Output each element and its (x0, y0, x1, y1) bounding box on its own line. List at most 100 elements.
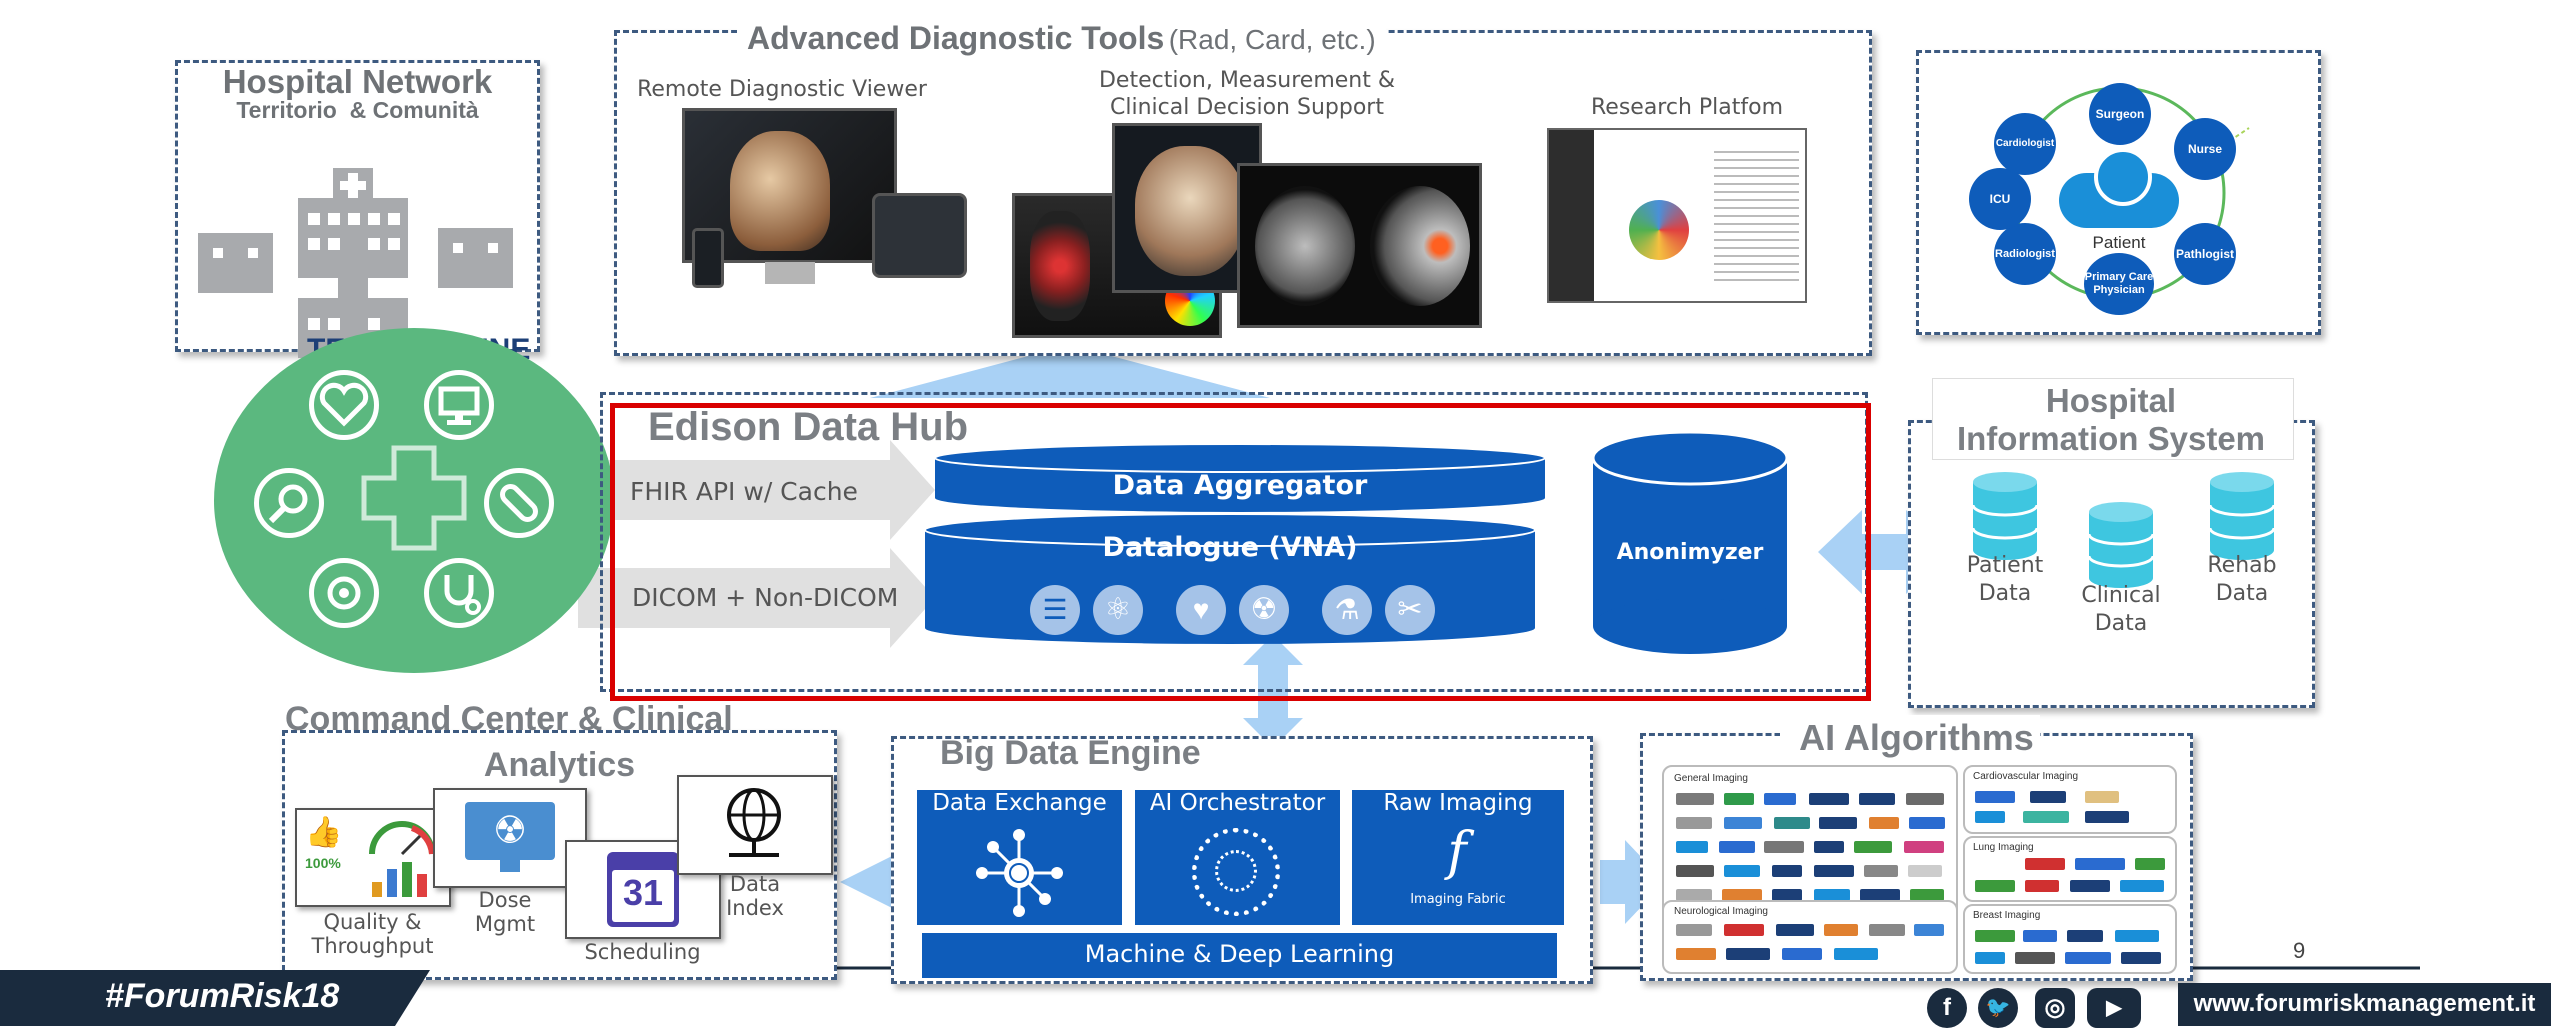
ai-orchestrator-tile: AI Orchestrator (1135, 790, 1340, 925)
vendor-logo (2115, 930, 2159, 942)
datalogue-cylinder-top (924, 513, 1536, 547)
datalogue-label: Datalogue (VNA) (1102, 532, 1358, 563)
anonymizer-cylinder (1591, 430, 1789, 654)
facebook-icon[interactable]: f (1927, 988, 1967, 1028)
detection-label-line2: Clinical Decision Support (1110, 95, 1384, 120)
instagram-icon[interactable]: ◎ (2035, 988, 2075, 1028)
detection-label-line1: Detection, Measurement & (1098, 68, 1396, 93)
heartbeat-icon: ♥ (1176, 585, 1226, 635)
rehab-db-icon (2208, 472, 2276, 560)
vendor-logo (2070, 880, 2110, 892)
vendor-logo (1824, 924, 1858, 936)
skull-render-image (730, 131, 830, 251)
research-chart-image (1629, 200, 1689, 260)
heart-icon (309, 370, 379, 440)
hashtag-banner (0, 970, 430, 1026)
dose-monitor-stand (500, 860, 520, 872)
aggregator-label: Data Aggregator (1112, 470, 1368, 501)
twitter-icon[interactable]: 🐦 (1978, 988, 2018, 1028)
vendor-logo (1908, 865, 1942, 877)
diagnostic-tools-title: Advanced Diagnostic Tools (747, 20, 1165, 56)
hospital-network-subtitle: Territorio & Comunità (236, 97, 479, 123)
bandage-icon (484, 468, 554, 538)
vendor-logo (1676, 841, 1708, 853)
vendor-logo (1722, 889, 1762, 901)
vendor-logo (1774, 817, 1810, 829)
xray-icon: ☰ (1030, 585, 1080, 635)
monitor-stand (765, 262, 815, 284)
vendor-logo (1776, 924, 1814, 936)
vendor-logo (1914, 924, 1944, 936)
radiation-icon: ☢ (1239, 585, 1289, 635)
vendor-logo (2067, 930, 2103, 942)
viewer-phone-image (692, 228, 724, 288)
imaging-fabric-label: Imaging Fabric (1410, 892, 1506, 907)
vendor-logo (1676, 793, 1714, 805)
vendor-logo (1860, 889, 1900, 901)
vendor-logo (1869, 924, 1905, 936)
big-data-title: Big Data Engine (940, 734, 1201, 772)
lung-imaging-card: Lung Imaging (1963, 836, 2177, 902)
medical-cross-icon (361, 445, 467, 551)
vendor-logo (2085, 791, 2119, 803)
breast-imaging-card: Breast Imaging (1963, 904, 2177, 974)
vendor-logo (1904, 841, 1944, 853)
vendor-logo (1975, 811, 2005, 823)
vendor-logo (2023, 930, 2057, 942)
skull-vessel-render-image (1135, 146, 1245, 276)
data-exchange-label: Data Exchange (932, 790, 1107, 816)
vendor-logo (2025, 880, 2059, 892)
gauge-bar-chart-icon (369, 821, 435, 897)
vendor-logo (1782, 948, 1822, 960)
ai-title: AI Algorithms (1799, 717, 2034, 758)
data-index-label-1: Data (729, 872, 781, 896)
research-text-lines (1714, 145, 1799, 285)
patient-data-label-1: Patient (1966, 553, 2044, 578)
vendor-logo (1764, 841, 1804, 853)
globe-network-icon (727, 788, 781, 857)
node-cardiologist: Cardiologist (1994, 113, 2056, 175)
hospital-buildings-icon (198, 168, 513, 358)
arrow-bigdata-to-ai (1600, 840, 1665, 924)
brain-inner-icon (1215, 850, 1257, 892)
hashtag: #ForumRisk18 (105, 977, 340, 1015)
vendor-logo (2120, 880, 2164, 892)
research-label: Research Platfom (1590, 95, 1784, 120)
vendor-logo (1975, 791, 2015, 803)
target-icon (309, 558, 379, 628)
command-center-title-line1: Command Center & Clinical (285, 700, 733, 738)
node-radiologist: Radiologist (1994, 223, 2056, 285)
ml-label: Machine & Deep Learning (1084, 940, 1395, 968)
vendor-logo (1809, 793, 1849, 805)
vendor-logo (1724, 793, 1754, 805)
node-nurse: Nurse (2174, 118, 2236, 180)
vendor-logo (1676, 865, 1714, 877)
footer-url[interactable]: www.forumriskmanagement.it (2193, 990, 2536, 1017)
rehab-data-label-1: Rehab (2207, 553, 2277, 578)
clinical-data-label-1: Clinical (2081, 583, 2161, 608)
aggregator-cylinder-bottom (935, 484, 1545, 512)
calendar-page (612, 870, 674, 922)
vendor-logo (1676, 924, 1712, 936)
vendor-logo (1859, 793, 1895, 805)
diagnostic-tools-title-suffix: (Rad, Card, etc.) (1168, 24, 1376, 55)
node-pathlogist: Pathlogist (2174, 223, 2236, 285)
arrow-tools-to-hub (870, 345, 1270, 398)
monitor-icon (424, 370, 494, 440)
dose-label-2: Mgmt (474, 912, 536, 936)
url-banner (2178, 983, 2551, 1026)
magnifier-icon (254, 468, 324, 538)
viewer-label: Remote Diagnostic Viewer (637, 77, 927, 102)
cardio-imaging-label: Cardiovascular Imaging (1973, 771, 2079, 782)
youtube-icon[interactable]: ▶ (2087, 988, 2141, 1028)
vendor-logo (1724, 817, 1762, 829)
node-icu: ICU (1969, 168, 2031, 230)
quality-percent: 100% (305, 855, 341, 871)
dicom-label: DICOM + Non-DICOM (632, 583, 899, 612)
vendor-logo (1726, 948, 1770, 960)
research-platform-screenshot (1547, 128, 1807, 303)
vendor-logo (2030, 791, 2066, 803)
arrow-bigdata-to-command (840, 852, 900, 912)
neuro-imaging-label: Neurological Imaging (1674, 906, 1768, 917)
hospital-network-panel: Hospital Network Territorio & Comunità (175, 60, 540, 358)
